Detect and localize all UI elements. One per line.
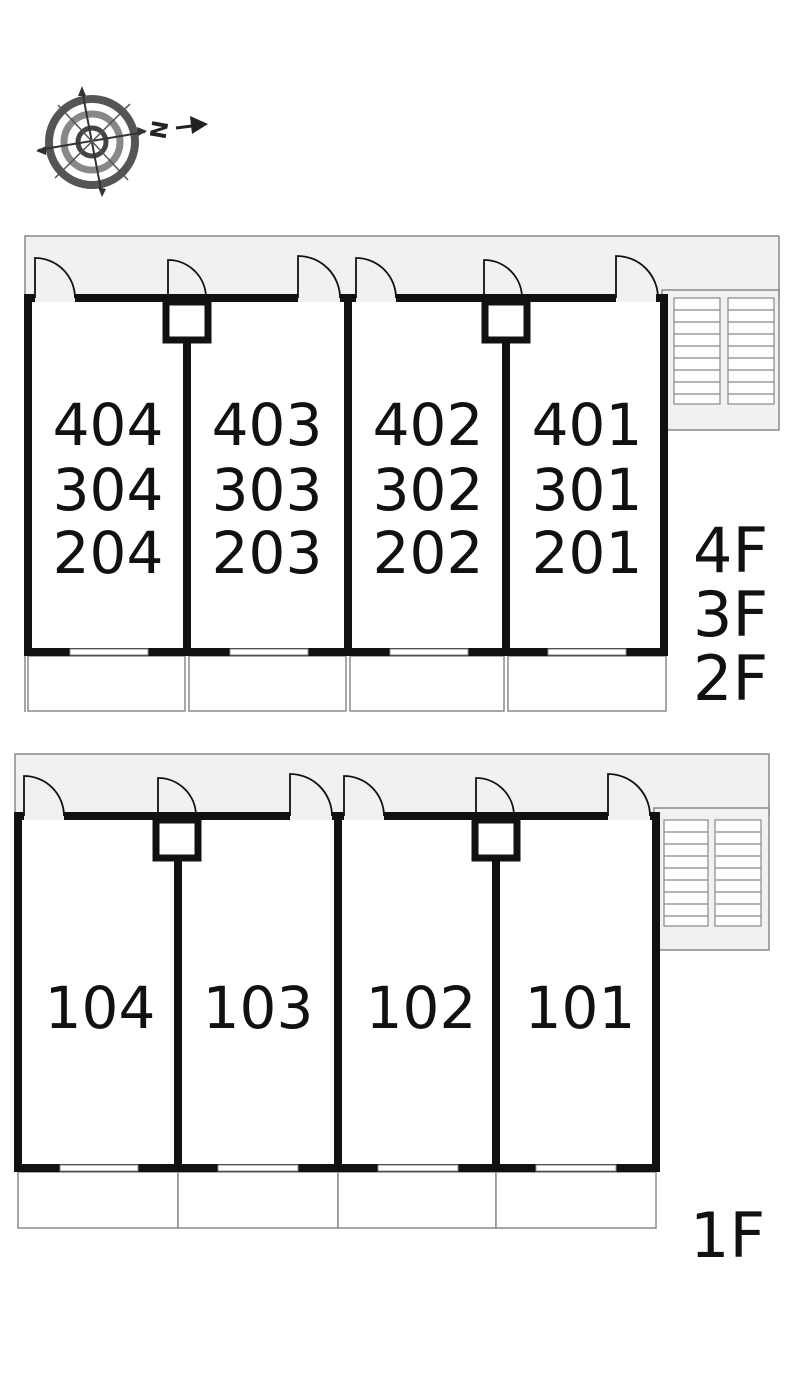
lower-stairs <box>663 819 762 927</box>
unit-label: 404 <box>53 391 164 459</box>
lower-shafts <box>152 816 521 862</box>
unit-label: 403 <box>212 391 323 459</box>
north-label: N <box>147 119 175 141</box>
unit-label: 202 <box>373 519 484 587</box>
unit-label: 203 <box>212 519 323 587</box>
floor-label: 4F <box>693 514 768 587</box>
upper-doors <box>34 255 659 299</box>
floor-label: 1F <box>690 1199 765 1272</box>
lower-unit-labels: 104 103 102 101 <box>45 974 636 1042</box>
unit-label: 101 <box>525 974 636 1042</box>
compass-rose-icon: N <box>36 86 208 197</box>
unit-label: 201 <box>532 519 643 587</box>
unit-label: 102 <box>366 974 477 1042</box>
floor-label: 2F <box>693 642 768 715</box>
floor-label: 3F <box>693 578 768 651</box>
upper-windows <box>69 648 627 656</box>
upper-block: 404 304 204 403 303 203 402 302 202 401 … <box>24 235 780 715</box>
lower-balconies <box>17 1171 657 1229</box>
unit-label: 104 <box>45 974 156 1042</box>
upper-stairs <box>673 297 775 405</box>
upper-floor-labels: 4F 3F 2F <box>693 514 768 715</box>
unit-label: 301 <box>532 456 643 524</box>
lower-block: 104 103 102 101 1F <box>14 753 770 1272</box>
upper-unit-labels: 404 304 204 403 303 203 402 302 202 401 … <box>53 391 643 587</box>
lower-doors <box>23 773 651 817</box>
upper-corridor <box>24 235 780 299</box>
upper-shafts <box>162 298 531 344</box>
unit-label: 302 <box>373 456 484 524</box>
unit-label: 103 <box>203 974 314 1042</box>
unit-label: 304 <box>53 456 164 524</box>
unit-label: 303 <box>212 456 323 524</box>
unit-label: 204 <box>53 519 164 587</box>
unit-label: 402 <box>373 391 484 459</box>
unit-label: 401 <box>532 391 643 459</box>
lower-corridor <box>14 753 770 817</box>
lower-windows <box>59 1164 617 1172</box>
upper-balconies <box>27 655 667 712</box>
